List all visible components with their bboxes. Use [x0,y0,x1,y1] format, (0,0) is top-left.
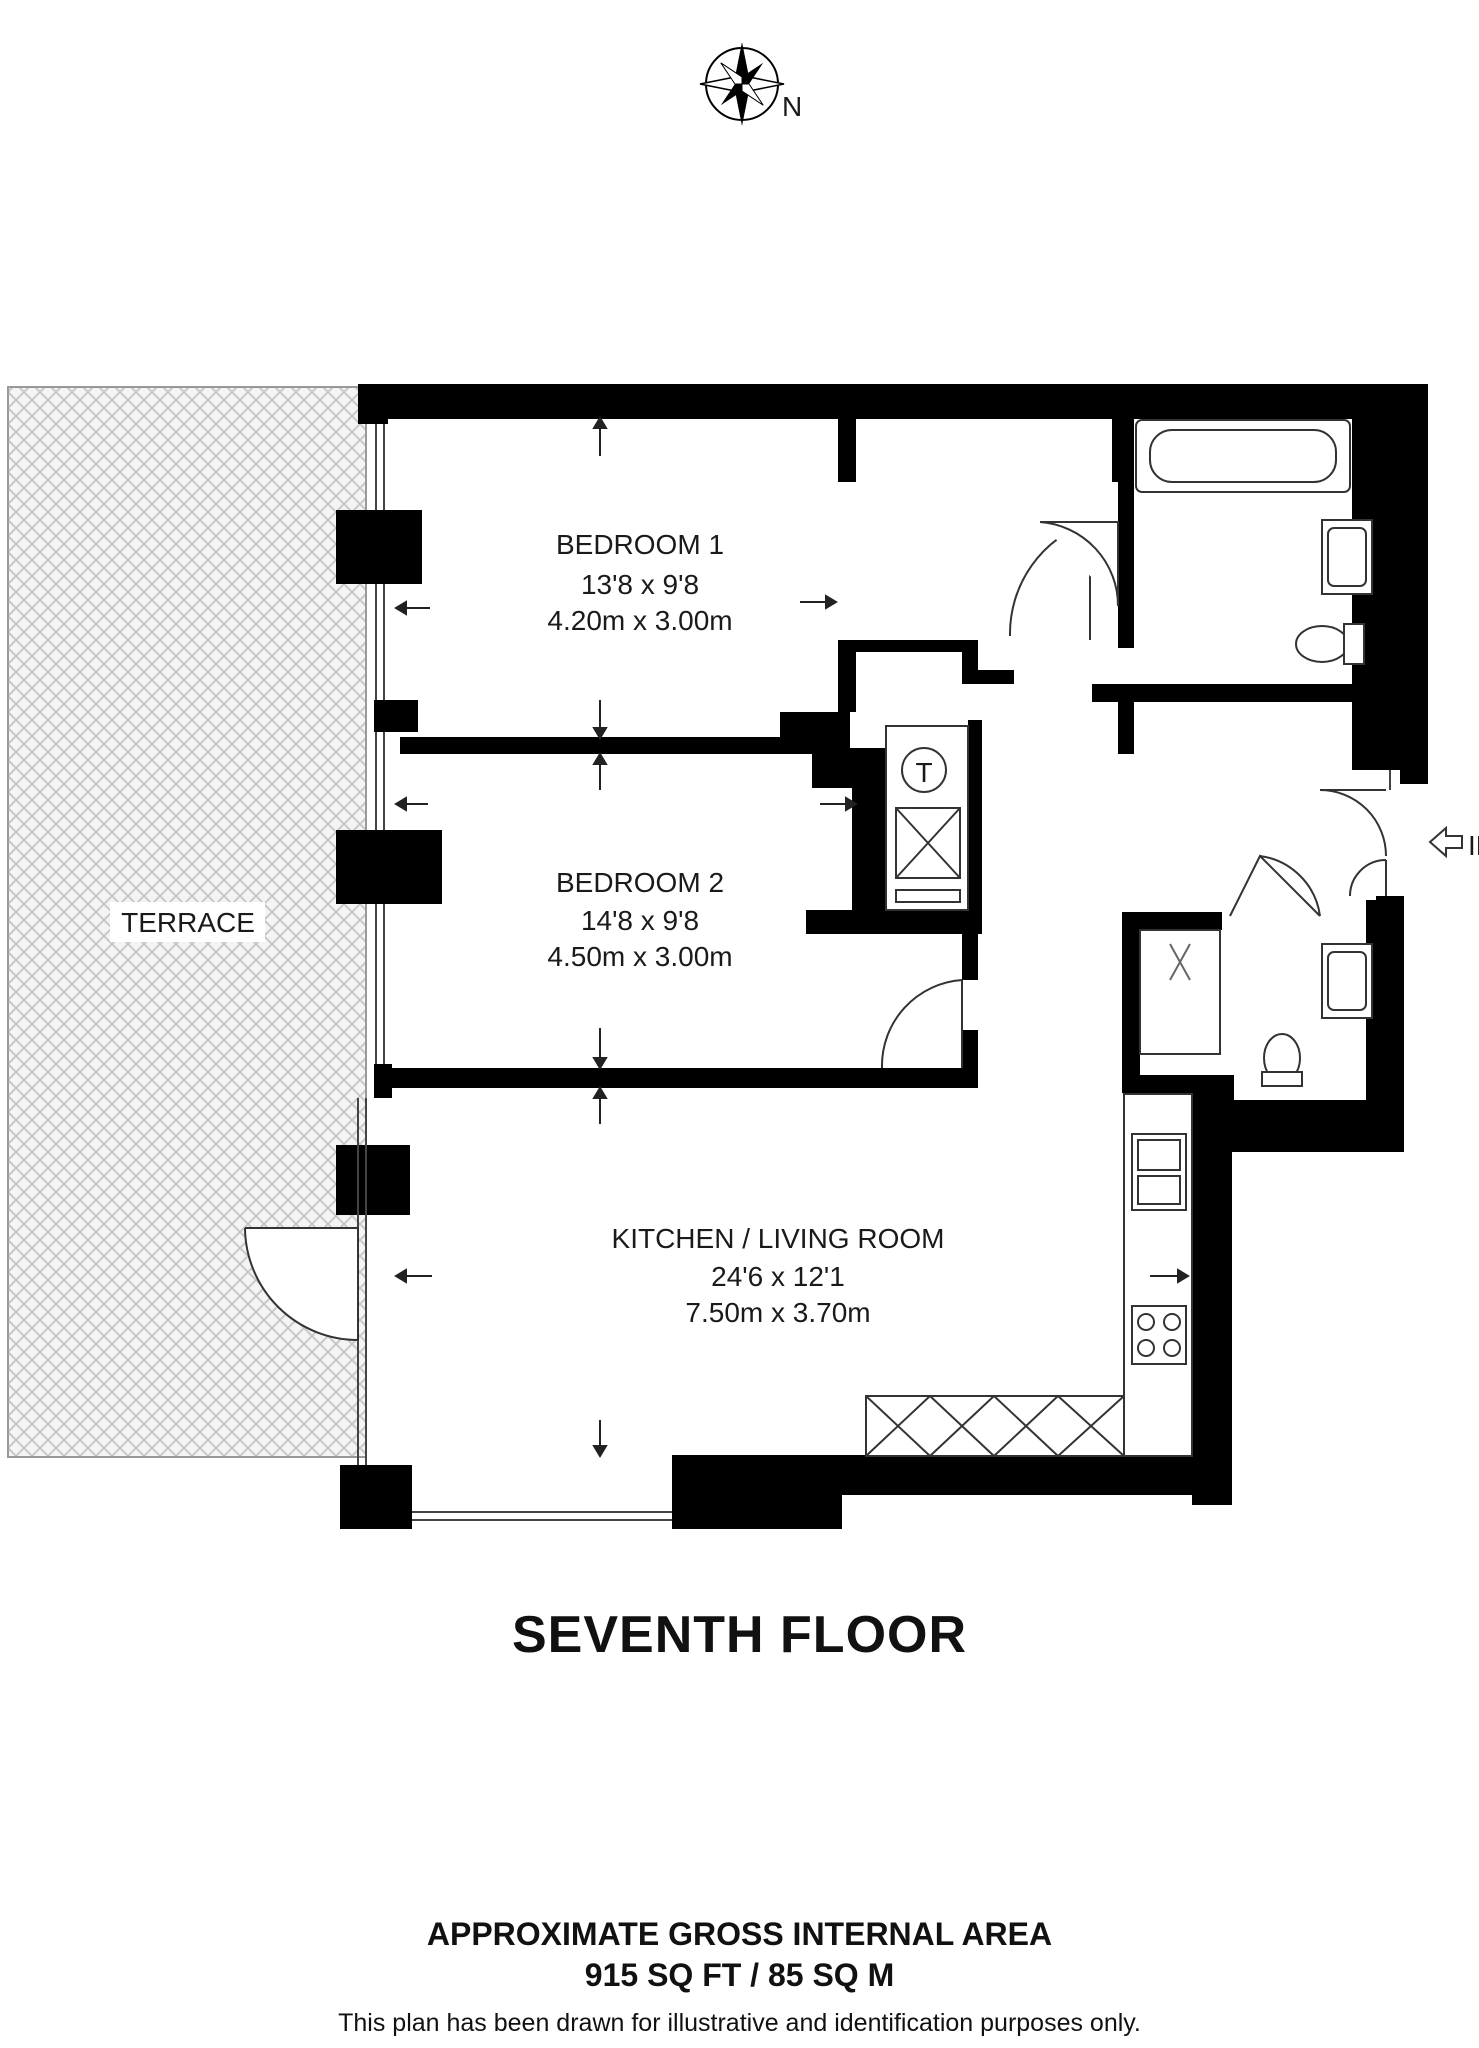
room-label-bedroom-2: BEDROOM 2 14'8 x 9'8 4.50m x 3.00m [547,867,732,972]
room-imperial: 14'8 x 9'8 [581,905,699,936]
terrace-label-bg [110,902,265,942]
bathroom-fixtures [1135,419,1373,1087]
room-imperial: 24'6 x 12'1 [711,1261,845,1292]
floor-title: SEVENTH FLOOR [511,1606,968,1664]
kitchen-fixtures [865,1093,1193,1457]
area-value: 915 SQ FT / 85 SQ M [584,1957,895,1993]
service-cupboard [885,725,969,911]
compass-north-label: N [782,91,802,122]
room-name: BEDROOM 2 [556,867,724,898]
kitchen-units [865,1395,1125,1457]
cupboard-t-icon [901,747,947,793]
shower-tray-icon [1139,929,1221,1055]
terrace-label: TERRACE [121,907,255,938]
room-metric: 7.50m x 3.70m [685,1297,870,1328]
shower-room-door [1229,854,1321,917]
room-metric: 4.50m x 3.00m [547,941,732,972]
doors [244,521,1387,1341]
room-metric: 4.20m x 3.00m [547,605,732,636]
dimension-arrows [394,416,1190,1458]
entrance-arrow-icon [1428,825,1463,859]
entrance-door-2 [1349,859,1387,897]
bedroom2-door [880,979,963,1069]
room-name: KITCHEN / LIVING ROOM [612,1223,945,1254]
bathroom-door [1039,521,1120,607]
room-label-kitchen-living: KITCHEN / LIVING ROOM 24'6 x 12'1 7.50m … [612,1223,945,1328]
compass-rose-icon [699,42,785,126]
room-label-bedroom-1: BEDROOM 1 13'8 x 9'8 4.20m x 3.00m [547,529,732,636]
disclaimer: This plan has been drawn for illustrativ… [338,2009,1141,2037]
entrance-door [1319,789,1387,857]
room-imperial: 13'8 x 9'8 [581,569,699,600]
bathroom-toilet-icon [1295,625,1349,663]
walls [336,384,1428,1529]
entrance-label: IN [1468,830,1479,861]
room-name: BEDROOM 1 [556,529,724,560]
windows [357,424,1391,1521]
terrace-door [244,1227,359,1341]
hob-icon [1131,1305,1187,1365]
area-title: APPROXIMATE GROSS INTERNAL AREA [426,1916,1053,1952]
cupboard-label: T [915,757,932,788]
